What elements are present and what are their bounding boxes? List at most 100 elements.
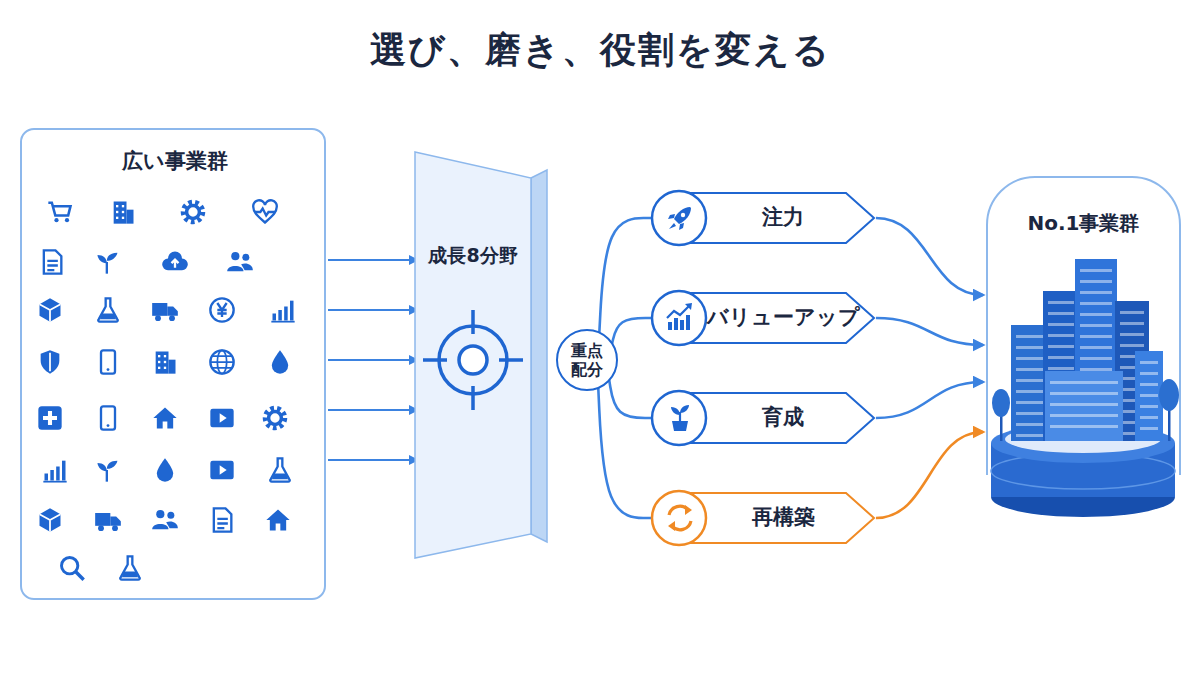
decor-shape <box>1135 351 1163 441</box>
node-text: 重点 配分 <box>567 341 607 379</box>
decor-shape <box>667 305 690 318</box>
decor-shape <box>1016 368 1044 371</box>
decor-shape <box>1048 334 1074 337</box>
decor-shape <box>1080 291 1112 294</box>
flow-arrow <box>876 318 983 345</box>
flow-arrow <box>328 409 417 411</box>
decor-shape <box>1045 371 1123 441</box>
target-icon <box>423 310 523 410</box>
filter-panel: 成長8分野 <box>413 150 550 560</box>
industry-icon <box>41 350 60 373</box>
flow-arrow <box>599 218 651 333</box>
decor-shape <box>1016 401 1044 404</box>
text-group: 成長8分野 <box>413 238 533 272</box>
decor-shape <box>1048 345 1074 348</box>
decor-shape <box>1080 324 1112 327</box>
industry-icon <box>101 350 115 373</box>
industry-icon <box>43 461 66 482</box>
flow-arrow <box>876 382 983 418</box>
industry-icon <box>210 298 233 321</box>
decor-shape <box>1080 313 1112 316</box>
decor-shape <box>1048 367 1074 370</box>
industry-icon <box>98 298 118 321</box>
industry-icon <box>153 408 176 429</box>
text-group: No.1事業群 <box>985 203 1182 243</box>
decor-shape <box>669 223 676 229</box>
flow-arrow <box>328 259 417 261</box>
industry-icon <box>227 252 253 271</box>
industry-icon <box>266 510 289 531</box>
pill-icon <box>668 207 691 230</box>
decor-shape <box>1120 344 1144 347</box>
industry-icon <box>162 252 188 271</box>
decor-shape <box>987 177 1180 475</box>
flow-arrow <box>609 380 651 418</box>
decor-shape <box>1048 323 1074 326</box>
text-group: 広い事業群 <box>22 144 328 180</box>
decor-shape <box>1080 302 1112 305</box>
decor-shape <box>686 315 690 330</box>
flow-arrow <box>612 318 651 344</box>
category-pill: 育成 <box>650 388 878 448</box>
decor-shape <box>1050 381 1118 384</box>
decor-shape <box>1048 301 1074 304</box>
industry-icon <box>62 558 84 580</box>
category-pill: 注力 <box>650 188 878 248</box>
decor-shape <box>1080 269 1112 272</box>
decor-shape <box>685 505 692 515</box>
industry-icon <box>157 458 173 481</box>
text-group: 注力 <box>708 188 858 248</box>
industry-icon <box>120 556 140 579</box>
goal-box: No.1事業群 <box>985 175 1182 530</box>
decor-shape <box>439 326 507 394</box>
decor-shape <box>1050 403 1118 406</box>
industry-icon <box>95 513 121 531</box>
text-group: バリューアップ <box>708 288 858 348</box>
node-text: 成長8分野 <box>428 243 517 268</box>
text-group: 再構築 <box>708 488 858 548</box>
decor-shape <box>1140 427 1158 430</box>
decor-shape <box>1016 434 1044 437</box>
decor-shape <box>672 421 688 431</box>
decor-shape <box>1016 423 1044 426</box>
decor-shape <box>671 407 680 415</box>
industry-icon <box>114 202 134 224</box>
category-pill: バリューアップ <box>650 288 878 348</box>
flow-arrow <box>876 432 983 518</box>
diagram-title: 選び、磨き、役割を変える <box>0 26 1200 75</box>
node-text: バリューアップ <box>707 304 860 331</box>
text-group: 重点 配分 <box>567 328 607 392</box>
decor-shape <box>685 303 692 310</box>
node-text: 再構築 <box>752 504 815 531</box>
decor-shape <box>423 310 523 410</box>
industry-icon <box>98 461 118 482</box>
decor-shape <box>668 322 672 330</box>
decor-shape <box>674 318 678 330</box>
decor-shape <box>992 389 1010 417</box>
decor-shape <box>652 391 706 445</box>
decor-shape <box>1016 335 1044 338</box>
industry-icon <box>253 200 277 222</box>
industry-icon <box>270 458 290 481</box>
city-illustration <box>991 259 1179 517</box>
decor-shape <box>1016 346 1044 349</box>
decor-shape <box>1048 356 1074 359</box>
text-group: 育成 <box>708 388 858 448</box>
industry-icon <box>271 301 294 322</box>
decor-shape <box>668 521 675 531</box>
group-box: 広い事業群 <box>20 128 326 600</box>
industry-icons <box>38 200 294 579</box>
industry-icon <box>272 350 288 373</box>
industry-icon <box>156 352 176 374</box>
decor-shape <box>1048 312 1074 315</box>
decor-shape <box>459 346 487 374</box>
decor-shape <box>1080 335 1112 338</box>
industry-icon <box>184 203 203 222</box>
industry-icon <box>44 250 62 273</box>
industry-icon <box>210 350 233 373</box>
decor-shape <box>1140 372 1158 375</box>
industry-icon <box>266 409 285 428</box>
decor-shape <box>652 191 706 245</box>
